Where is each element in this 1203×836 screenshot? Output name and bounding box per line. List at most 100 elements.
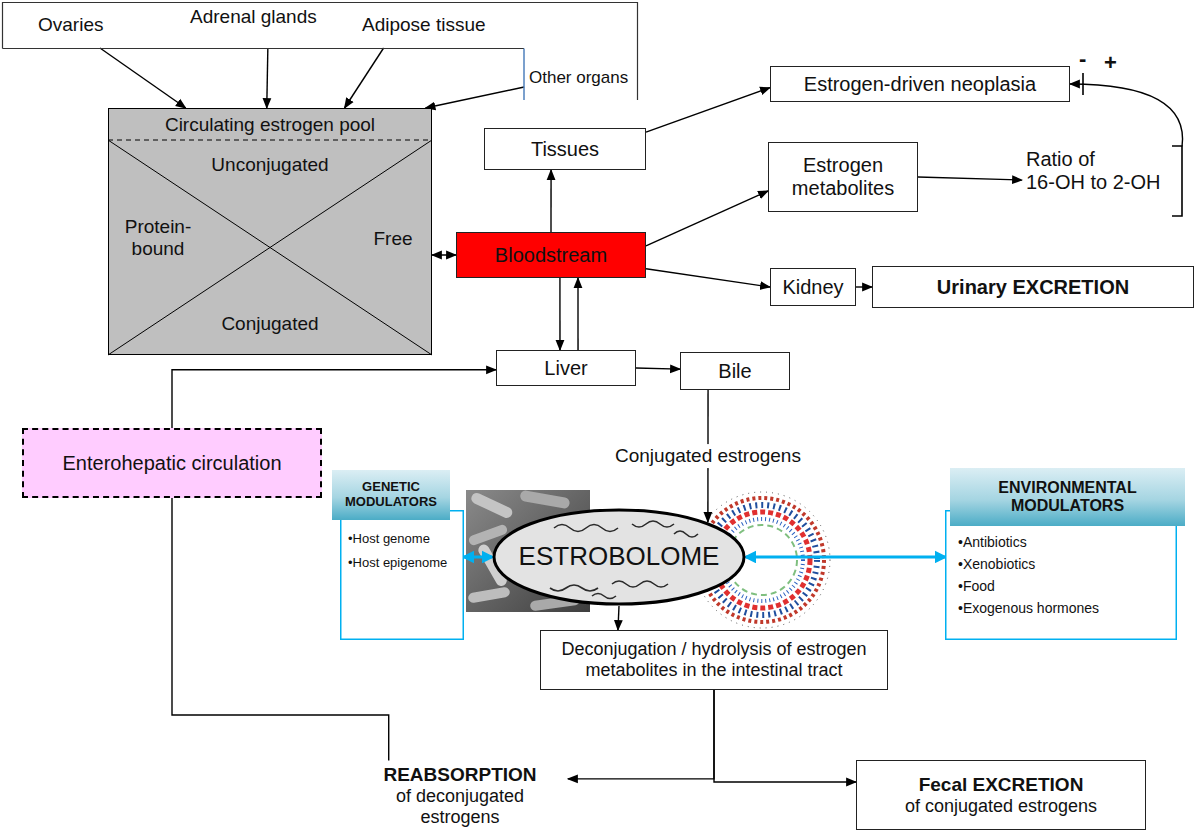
wrap-spacer bbox=[1114, 148, 1176, 168]
source-organs-box: OvariesAdrenal glandsAdipose tissueOther… bbox=[2, 2, 638, 102]
modulator-panel: ENVIRONMENTAL MODULATORS•Antibiotics•Xen… bbox=[940, 468, 1188, 640]
text-slot: ESTROBOLOME bbox=[492, 508, 746, 606]
microbe-squiggle bbox=[550, 585, 598, 591]
connector bbox=[568, 690, 714, 779]
pool-ground bbox=[109, 109, 432, 355]
text-slot: Adrenal glands bbox=[190, 6, 340, 28]
source-frame bbox=[3, 48, 525, 49]
process-box: Tissues bbox=[484, 128, 646, 170]
microbe-squiggle bbox=[632, 521, 674, 527]
process-box: Estrogen-driven neoplasia bbox=[770, 66, 1070, 102]
connector bbox=[577, 278, 578, 350]
connector bbox=[267, 48, 268, 108]
modulator-body bbox=[341, 511, 464, 640]
connector bbox=[646, 88, 770, 133]
node-text: •Host epigenome bbox=[348, 556, 458, 571]
node-text: Bile bbox=[718, 360, 751, 383]
node-text: ESTROBOLOME bbox=[519, 542, 720, 572]
node-text: Fecal EXCRETION bbox=[919, 774, 1084, 796]
text-slot: Ratio of 16-OH to 2-OH bbox=[1026, 148, 1176, 194]
process-box: Deconjugation / hydrolysis of estrogen m… bbox=[540, 630, 888, 690]
text-slot: Other organs bbox=[529, 68, 635, 88]
node-text: Conjugated bbox=[108, 313, 432, 335]
node-text: Estrogen metabolites bbox=[777, 154, 909, 200]
connector bbox=[856, 286, 872, 287]
microbe-squiggle bbox=[592, 594, 616, 599]
node-text: Bloodstream bbox=[495, 244, 607, 267]
bacterium-rod bbox=[470, 491, 515, 520]
text-slot: •Exogenous hormones bbox=[958, 600, 1158, 616]
excretion-box: Urinary EXCRETION bbox=[872, 266, 1194, 308]
text-slot: Circulating estrogen pool bbox=[108, 114, 432, 136]
connector bbox=[550, 170, 551, 232]
connector bbox=[345, 48, 384, 108]
node-text: REABSORPTION bbox=[383, 764, 536, 786]
sign-label: - bbox=[1079, 46, 1086, 71]
excretion-box: Fecal EXCRETIONof conjugated estrogens bbox=[856, 760, 1146, 830]
process-box: Estrogen metabolites bbox=[768, 142, 918, 212]
bloodstream-box: Bloodstream bbox=[456, 232, 646, 278]
node-text: Protein-bound bbox=[116, 216, 200, 260]
node-text: •Host genome bbox=[348, 532, 458, 547]
reabsorption-node: REABSORPTIONof deconjugated estrogens bbox=[352, 760, 568, 831]
text-slot: •Antibiotics bbox=[958, 534, 1158, 550]
connector bbox=[646, 269, 770, 287]
microbe-squiggle bbox=[554, 525, 618, 532]
node-text: Urinary EXCRETION bbox=[937, 276, 1129, 299]
text-slot: •Host genome bbox=[348, 532, 458, 547]
node-text: Deconjugation / hydrolysis of estrogen m… bbox=[549, 639, 879, 680]
pool-diagonal bbox=[108, 140, 432, 355]
modulator-body bbox=[946, 511, 1177, 640]
node-text: Ovaries bbox=[38, 14, 158, 36]
sign-label: + bbox=[1104, 50, 1117, 75]
bracket bbox=[1172, 146, 1182, 216]
estrogen-pool-box: Circulating estrogen poolUnconjugatedPro… bbox=[108, 108, 432, 355]
connector bbox=[559, 278, 560, 350]
node-text: Liver bbox=[544, 357, 587, 380]
node-text: of deconjugated estrogens bbox=[360, 786, 560, 827]
node-text: of conjugated estrogens bbox=[905, 796, 1097, 817]
node-text: GENETIC MODULATORS bbox=[336, 480, 446, 510]
node-text: Other organs bbox=[529, 68, 635, 88]
connector bbox=[918, 177, 1022, 180]
node-text: Adrenal glands bbox=[190, 6, 340, 28]
connector bbox=[100, 48, 186, 108]
node-text: •Antibiotics bbox=[958, 534, 1158, 550]
pool-dash bbox=[108, 140, 432, 141]
source-divider bbox=[523, 49, 525, 101]
node-text: Circulating estrogen pool bbox=[108, 114, 432, 136]
process-box: Liver bbox=[496, 350, 636, 386]
text-slot: Ovaries bbox=[38, 14, 158, 36]
connector bbox=[1070, 84, 1183, 146]
text-slot: Free bbox=[358, 228, 428, 250]
node-text: Kidney bbox=[782, 276, 843, 299]
label-slot: - bbox=[1079, 46, 1086, 71]
text-slot: Unconjugated bbox=[108, 154, 432, 176]
node-text: ENVIRONMENTAL MODULATORS bbox=[954, 479, 1181, 516]
connector bbox=[618, 606, 619, 630]
connector bbox=[636, 368, 680, 369]
connector bbox=[426, 87, 525, 108]
modulator-arrow bbox=[464, 556, 492, 559]
text-slot: GENETIC MODULATORS bbox=[332, 470, 450, 520]
process-box: Bile bbox=[680, 352, 790, 390]
connector bbox=[172, 370, 496, 428]
bacterium-rod bbox=[467, 586, 510, 603]
microbe-squiggle bbox=[612, 581, 668, 587]
node-text: Ratio of 16-OH to 2-OH bbox=[1026, 148, 1176, 194]
pool-diagonal bbox=[108, 140, 432, 355]
node-text: Free bbox=[358, 228, 428, 250]
label-slot: + bbox=[1104, 50, 1117, 75]
node-text: Enterohepatic circulation bbox=[62, 452, 281, 475]
bacterium-rod bbox=[519, 490, 570, 510]
microbe-squiggle bbox=[674, 531, 698, 537]
connector bbox=[646, 191, 768, 246]
connector bbox=[714, 690, 856, 782]
ratio-bracket-node: Ratio of 16-OH to 2-OH bbox=[1022, 140, 1187, 220]
text-slot: •Host epigenome bbox=[348, 556, 458, 571]
text-slot: Conjugated bbox=[108, 313, 432, 335]
process-box: Kidney bbox=[770, 268, 856, 306]
node-text: Tissues bbox=[531, 138, 599, 161]
text-slot: Protein-bound bbox=[116, 216, 200, 260]
